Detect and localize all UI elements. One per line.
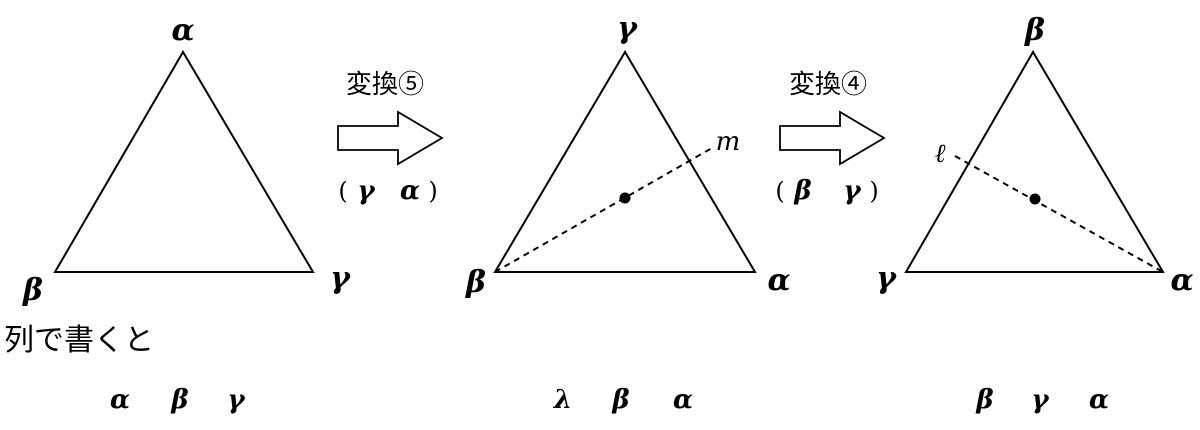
sequence-1-item: α [110, 385, 130, 415]
sequence-1: α β γ [110, 385, 246, 415]
sequence-caption: 列で書くと [4, 323, 154, 358]
triangle-1-outline [53, 50, 315, 273]
arrow-2-paren-open: ( [775, 177, 784, 205]
arrow-1-shape [337, 110, 444, 166]
sequence-3-item: α [1089, 385, 1109, 415]
sequence-1-item: β [170, 385, 188, 415]
arrow-1-second-symbol: α [400, 176, 420, 206]
triangle-2-left-label: β [465, 265, 486, 300]
transform-2-label: 変換④ [789, 70, 867, 100]
sequence-1-item: γ [227, 385, 246, 415]
transform-1-label: 変換⑤ [346, 70, 424, 100]
arrow-1-paren-open: ( [338, 177, 347, 205]
triangle-3-right-label: α [1170, 263, 1193, 298]
sequence-2-item: λ [553, 385, 572, 415]
arrow-2-shape [779, 110, 886, 166]
arrow-1-first-symbol: γ [357, 176, 376, 206]
triangle-3-dashed-line-l [954, 155, 1164, 273]
triangle-2-dashed-line-m [494, 147, 713, 273]
sequence-2: λ β α [553, 385, 693, 415]
triangle-2-top-label: γ [617, 11, 638, 46]
triangle-2-center-dot [619, 192, 631, 204]
triangle-2-right-label: α [767, 263, 790, 298]
arrow-2-second-symbol: γ [843, 176, 862, 206]
triangle-1-top-label: α [171, 13, 194, 48]
arrow-2-first-symbol: β [793, 176, 811, 206]
sequence-2-item: β [611, 385, 629, 415]
triangle-3-top-label: β [1024, 13, 1045, 48]
triangle-2-line-label: m [716, 127, 741, 157]
triangle-3-outline [904, 50, 1165, 273]
triangle-1-right-label: γ [330, 261, 351, 296]
triangle-3: β γ α ℓ [876, 13, 1193, 298]
triangle-1: α β γ [22, 13, 351, 308]
sequence-3-item: β [975, 385, 993, 415]
triangle-1-left-label: β [22, 273, 43, 308]
triangle-2-outline [493, 50, 757, 273]
arrow-1-paren-close: ) [428, 177, 437, 205]
triangle-3-center-dot [1029, 193, 1041, 205]
arrow-2-paren-close: ) [869, 177, 878, 205]
triangle-3-line-label: ℓ [935, 139, 946, 169]
triangle-2: γ β α m [465, 11, 791, 300]
triangle-3-left-label: γ [876, 261, 897, 296]
transform-arrow-1: 変換⑤ ( γ α ) [337, 70, 444, 206]
sequence-2-item: α [673, 385, 693, 415]
transform-arrow-2: 変換④ ( β γ ) [775, 70, 886, 206]
sequence-3-item: γ [1031, 385, 1050, 415]
sequence-3: β γ α [975, 385, 1109, 415]
